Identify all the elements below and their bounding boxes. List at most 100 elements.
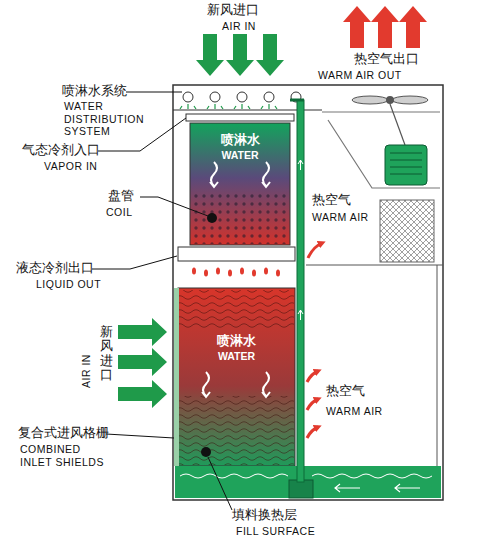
fill-waves	[179, 396, 294, 465]
inlet-label: 新风进口	[207, 3, 259, 18]
water-arrow	[262, 162, 270, 187]
fan-blade	[352, 96, 388, 104]
fan	[352, 96, 428, 104]
liquid-header	[178, 247, 295, 261]
part-label: 喷淋水系统	[62, 84, 127, 99]
green-arrow	[196, 34, 224, 76]
node-text: WATER	[221, 149, 258, 162]
coil-block	[190, 123, 290, 245]
part-label: VAPOR IN	[44, 160, 97, 173]
outlet-label: WARM AIR OUT	[318, 69, 402, 82]
green-arrow	[118, 348, 167, 376]
basin-flow	[335, 484, 420, 492]
coil-section: 喷淋水WATER	[190, 123, 290, 245]
drip	[216, 268, 220, 275]
coil-dot	[207, 213, 217, 223]
part-label: 盘管	[108, 189, 134, 204]
green-arrow	[118, 380, 167, 408]
warm-air-arrow	[307, 427, 318, 438]
water-pipe	[297, 100, 304, 482]
red-arrow	[371, 6, 399, 48]
inner-panel	[437, 265, 438, 466]
inner-panel	[306, 265, 443, 266]
nozzle	[210, 92, 220, 102]
nozzle	[264, 92, 274, 102]
warm-air-out-arrows	[343, 6, 427, 48]
fill-block	[178, 288, 295, 466]
drip	[228, 270, 232, 277]
red-arrow	[343, 6, 371, 48]
red-arrow	[399, 6, 427, 48]
leader-line	[106, 434, 174, 438]
nozzle	[237, 92, 247, 102]
spray	[207, 104, 223, 109]
vapor-header	[186, 114, 294, 121]
pump	[289, 480, 313, 498]
drip	[276, 270, 280, 277]
part-label: COIL	[106, 206, 133, 219]
pipe-flow	[298, 160, 303, 320]
inlet-shield	[174, 288, 179, 466]
outlet-label: 热空气出口	[354, 52, 419, 67]
warm-air-arrows	[307, 243, 322, 438]
basin-waves	[180, 474, 432, 478]
spray	[261, 104, 277, 109]
green-arrow	[256, 34, 284, 76]
node-heading: 喷淋水	[217, 334, 256, 350]
airflow-label: 热空气	[312, 193, 351, 208]
warm-air-arrow	[307, 371, 318, 382]
drip	[240, 268, 244, 275]
drip	[204, 270, 208, 277]
fan-shroud	[322, 112, 440, 188]
spray-marks	[180, 104, 277, 109]
water-flow-arrows	[202, 372, 270, 397]
airflow-label: 热空气	[326, 384, 365, 399]
water-arrow	[262, 372, 270, 397]
drip	[252, 270, 256, 277]
drip	[264, 268, 268, 275]
water-arrow	[202, 372, 210, 397]
air-in-arrows	[196, 34, 284, 76]
motor-fins	[390, 153, 422, 174]
part-label: 液态冷剂出口	[16, 261, 94, 276]
spray	[234, 104, 250, 109]
eliminator	[380, 200, 434, 262]
node-text: WATER	[218, 350, 255, 363]
water-arrow	[210, 162, 218, 187]
leader-line	[92, 256, 177, 269]
nozzle	[183, 92, 193, 102]
part-label: WATER DISTRIBUTION SYSTEM	[64, 100, 144, 138]
fill-waves	[179, 290, 294, 328]
drips	[192, 268, 280, 277]
green-arrow	[118, 318, 167, 346]
fill-dot	[201, 447, 211, 457]
side-air-in-arrows	[118, 318, 167, 408]
leader-line	[208, 457, 232, 510]
inlet-label: AIR IN	[222, 20, 256, 33]
warm-air-arrow	[308, 243, 322, 258]
part-label: 气态冷剂入口	[22, 143, 100, 158]
inlet-label: AIR IN	[80, 354, 93, 388]
fan-shaft	[390, 104, 405, 145]
drip	[192, 268, 196, 275]
spray-nozzles	[183, 92, 301, 102]
part-label: FILL SURFACE	[236, 525, 315, 538]
coil-tubes	[191, 190, 289, 244]
leader-line	[126, 92, 182, 93]
motor	[385, 145, 427, 185]
fan-hub	[386, 96, 394, 104]
warm-air-arrow	[307, 399, 318, 410]
part-label: COMBINED INLET SHIELDS	[20, 443, 106, 468]
part-label: LIQUID OUT	[36, 278, 101, 291]
housing	[173, 85, 443, 500]
node-heading: 喷淋水	[221, 133, 260, 149]
part-label: 填料换热层	[232, 508, 297, 523]
airflow-label: WARM AIR	[312, 211, 369, 224]
green-arrow	[226, 34, 254, 76]
water-basin	[175, 466, 441, 498]
part-label: 复合式进风格栅	[18, 426, 109, 441]
inlet-label: 新风进口	[100, 325, 113, 382]
airflow-label: WARM AIR	[326, 405, 383, 418]
leader-line	[140, 197, 208, 216]
